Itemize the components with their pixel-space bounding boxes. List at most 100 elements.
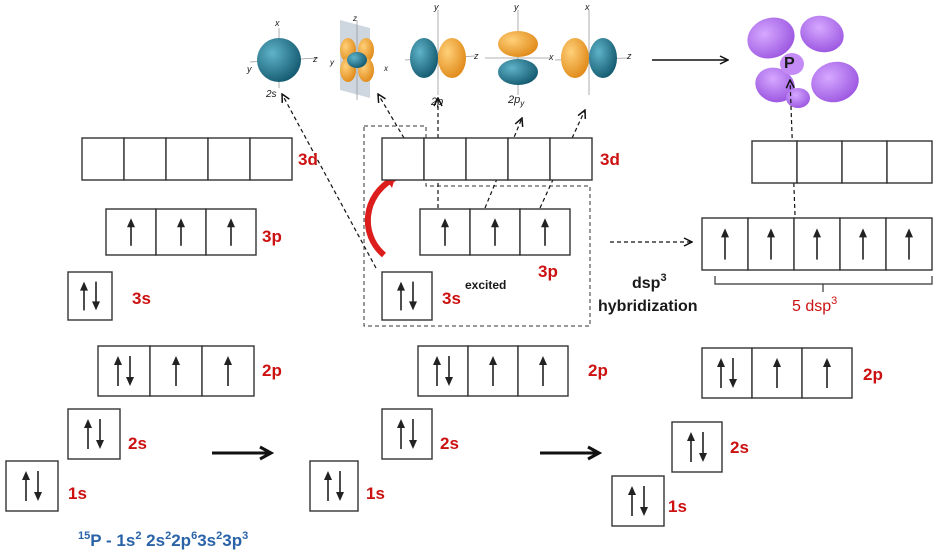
hybridized-2s-electron-down-0	[699, 432, 707, 462]
axis-2s-x: x	[275, 18, 280, 28]
excited-2p-box-0	[417, 345, 469, 397]
orbital-2px-label: 2p	[431, 96, 444, 108]
ground-1s-electron-down-0	[34, 471, 42, 501]
ground-3p-electron-up-1	[177, 218, 185, 246]
hybridized-3d-box-2	[841, 140, 888, 184]
excited-3d-box-4	[549, 137, 593, 181]
excited-3p-label: 3p	[538, 262, 558, 281]
ground-3s-label: 3s	[132, 289, 151, 308]
orbital-2px-image	[404, 10, 476, 95]
excited-3d-box-1	[423, 137, 467, 181]
ground-3d-box-1	[123, 137, 167, 181]
ground-3p-label: 3p	[262, 227, 282, 246]
hybridized-dsp3-electron-up-1	[767, 228, 775, 260]
hybridized-2p-box-0	[701, 347, 753, 399]
excited-3p-boxes	[419, 208, 571, 256]
excited-3d-box-2	[465, 137, 509, 181]
axis-3d-z: z	[353, 14, 357, 23]
excited-2s-box-0	[381, 408, 433, 460]
hybridized-dsp3-electron-up-0	[721, 228, 729, 260]
excited-2s-electron-up-0	[397, 419, 405, 449]
ground-2p-electron-up-1	[172, 356, 180, 386]
ground-3p-boxes	[105, 208, 257, 256]
hybridized-1s-electron-up-0	[628, 486, 636, 516]
config-part-2-sup: 6	[191, 530, 198, 542]
axis-3d-x: x	[384, 64, 388, 73]
axis-2s-y: y	[247, 64, 252, 74]
excited-3p-electron-up-0	[441, 218, 449, 246]
hybridized-dsp3-electron-up-2	[813, 228, 821, 260]
config-part-4: 3p	[222, 531, 243, 550]
ground-3d-box-0	[81, 137, 125, 181]
hybrid-count-label: 5 dsp3	[792, 295, 838, 315]
ground-2s-boxes	[67, 408, 121, 460]
hybrid-2s-label: 2s	[730, 438, 749, 457]
axis-2py-x: x	[549, 52, 554, 62]
config-part-0-sup: 2	[135, 530, 142, 542]
excited-1s-boxes	[309, 460, 359, 512]
ground-3d-label: 3d	[298, 150, 318, 169]
hybridized-1s-box-0	[611, 475, 665, 527]
ground-2s-electron-down-0	[96, 419, 104, 449]
hybridized-dsp3-boxes	[701, 217, 933, 271]
hybridized-2p-electron-up-1	[773, 358, 781, 388]
config-part-3: 3s	[197, 531, 217, 550]
ground-1s-box-0	[5, 460, 59, 512]
hybrid-2p-label: 2p	[863, 365, 883, 384]
hybrid-1s-label: 1s	[668, 497, 687, 516]
ground-2p-electron-up-0	[114, 356, 122, 386]
ground-1s-boxes	[5, 460, 59, 512]
excited-3d-label: 3d	[600, 150, 620, 169]
excited-3d-boxes	[381, 137, 593, 181]
hybridized-2p-boxes	[701, 347, 853, 399]
ground-3s-boxes	[67, 271, 113, 321]
ground-3d-boxes	[81, 137, 293, 181]
excited-2p-label: 2p	[588, 361, 608, 380]
config-part-1: 2s	[141, 531, 166, 550]
excited-3s-electron-down-0	[409, 281, 417, 311]
axis-2px-z: z	[474, 51, 479, 61]
hybridized-3d-box-3	[886, 140, 933, 184]
excited-2p-electron-down-0	[445, 356, 453, 386]
axis-3d-y: y	[330, 58, 334, 67]
ground-1s-electron-up-0	[22, 471, 30, 501]
excited-3s-boxes	[381, 271, 433, 321]
ground-3s-box-0	[67, 271, 113, 321]
hybridized-1s-boxes	[611, 475, 665, 527]
ground-2p-label: 2p	[262, 361, 282, 380]
hybridized-2s-box-0	[671, 421, 723, 473]
hybridized-dsp3-electron-up-3	[859, 228, 867, 260]
hybridized-2p-electron-up-0	[717, 358, 725, 388]
excited-3s-electron-up-0	[397, 281, 405, 311]
axis-2s-z: z	[313, 54, 318, 64]
orbital-2py-image	[485, 10, 550, 95]
hybridization-subtitle: hybridization	[598, 298, 698, 315]
ground-2p-boxes	[97, 345, 255, 397]
excited-2p-boxes	[417, 345, 569, 397]
axis-2pz-x: x	[585, 2, 590, 12]
excited-2p-electron-up-2	[539, 356, 547, 386]
ground-2s-electron-up-0	[84, 419, 92, 449]
ground-3s-electron-down-0	[92, 281, 100, 311]
hybridization-title: dsp3	[632, 272, 667, 292]
hybrid-atom-symbol: P	[784, 55, 795, 72]
hybridized-2s-boxes	[671, 421, 723, 473]
hybridized-3d-box-1	[796, 140, 843, 184]
excited-1s-box-0	[309, 460, 359, 512]
orbital-2pz-image	[554, 10, 629, 95]
ground-3d-box-2	[165, 137, 209, 181]
excited-2p-electron-up-0	[433, 356, 441, 386]
ground-3p-electron-up-2	[227, 218, 235, 246]
hybridized-3d-boxes	[751, 140, 933, 184]
hybridized-dsp3-electron-up-4	[905, 228, 913, 260]
orbital-2s-label: 2s	[266, 89, 277, 100]
excited-1s-electron-down-0	[336, 471, 344, 501]
hybrid-orbital-shape	[747, 15, 859, 108]
config-part-2: 2p	[171, 531, 192, 550]
hybridized-2s-electron-up-0	[687, 432, 695, 462]
ground-2p-box-0	[97, 345, 151, 397]
excited-3p-electron-up-2	[541, 218, 549, 246]
excited-1s-electron-up-0	[324, 471, 332, 501]
ground-3s-electron-up-0	[80, 281, 88, 311]
hybridized-3d-box-0	[751, 140, 798, 184]
